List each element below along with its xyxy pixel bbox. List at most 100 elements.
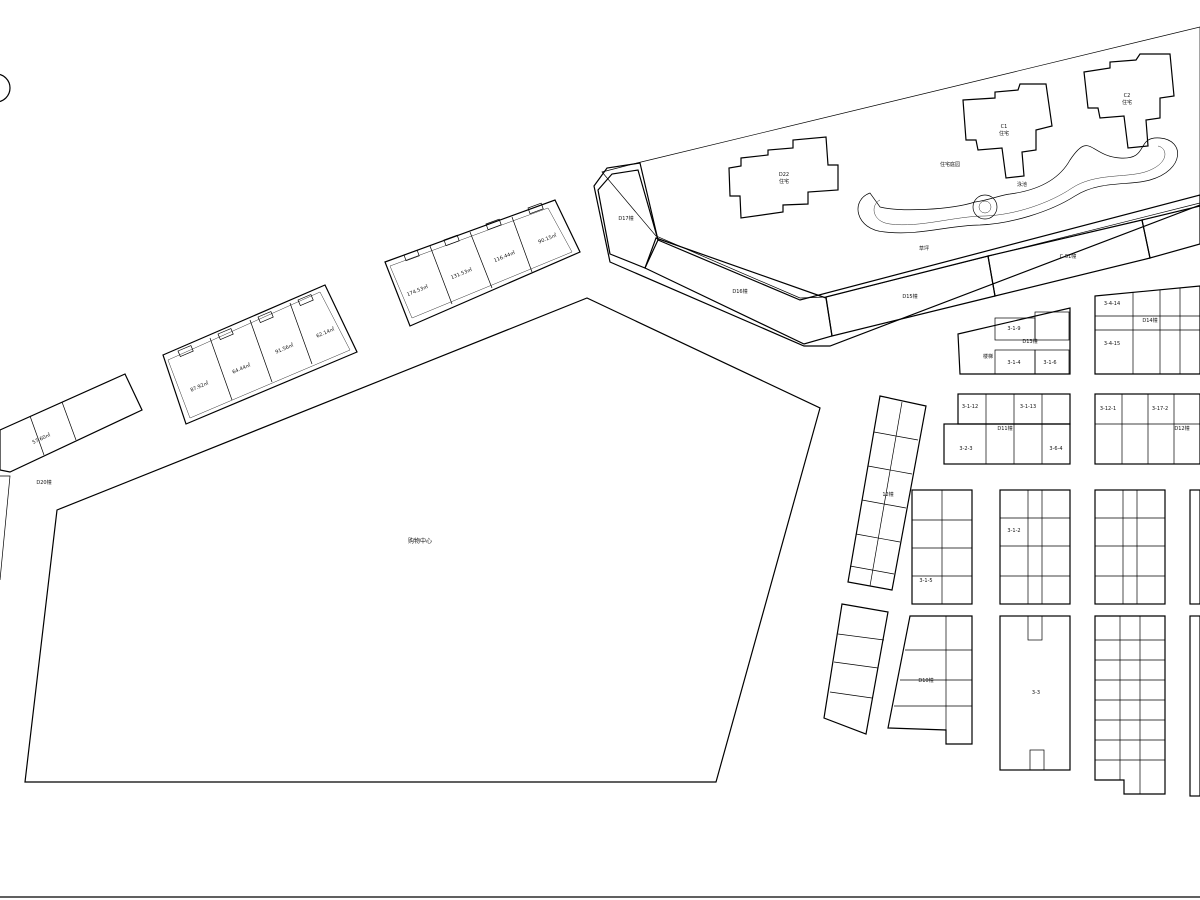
c2-use-label: 住宅 xyxy=(1122,99,1132,106)
building-d10-group: 12幢 xyxy=(847,395,927,591)
tower-c1 xyxy=(962,83,1053,179)
d15-label: D15幢 xyxy=(902,293,917,300)
d10-row-5 xyxy=(849,565,895,575)
c2-label: C2 xyxy=(1124,93,1131,99)
shopping-center-outline xyxy=(24,297,821,783)
d20-label: D20幢 xyxy=(36,479,51,486)
d10-spine xyxy=(869,401,903,587)
building-d13-group: D13幢 3-1-9 3-1-4 3-1-6 楼梯 xyxy=(957,307,1071,375)
d17-label: D17幢 xyxy=(618,215,633,222)
d19-wall-1 xyxy=(429,245,453,305)
shopping-center-label: 购物中心 xyxy=(408,537,432,545)
d11-unit-1-label: 3-1-12 xyxy=(962,404,978,410)
d18-area-4: 62.14㎡ xyxy=(315,326,336,340)
block-f-stair xyxy=(1029,749,1045,771)
building-d10 xyxy=(847,395,927,591)
block-grid-3 xyxy=(1094,489,1200,605)
d18-stair-2 xyxy=(217,328,234,340)
d14-unit-2-label: 3-4-15 xyxy=(1104,341,1120,347)
d13-unit-4 xyxy=(1034,349,1070,375)
d19-area-4: 90.15㎡ xyxy=(537,232,558,246)
d18-stair-4 xyxy=(297,294,314,306)
residential-zone: D17幢 D16幢 D15幢 C-51幢 D22 住宅 C1 住宅 C2 住宅 … xyxy=(593,26,1200,347)
d13-unit-4-label: 3-1-6 xyxy=(1043,360,1056,366)
block-f-core xyxy=(1027,615,1043,641)
c1-label: C1 xyxy=(1001,124,1008,130)
building-d13 xyxy=(957,307,1071,375)
d13-stair-label: 楼梯 xyxy=(983,353,993,360)
d18-area-2: 64.44㎡ xyxy=(231,362,252,376)
building-d16 xyxy=(644,237,833,345)
north-arrow-icon xyxy=(0,73,11,103)
d18-wall-3 xyxy=(289,302,313,365)
building-d19-group: 174.53㎡ 131.53㎡ 116.44㎡ 90.15㎡ xyxy=(384,199,581,327)
building-d9 xyxy=(823,603,889,735)
fountain-icon xyxy=(972,194,998,220)
building-d19-inner xyxy=(389,207,573,319)
d22-label: D22 xyxy=(779,172,789,178)
building-strip-east xyxy=(1141,205,1200,259)
d20-wall-2 xyxy=(29,415,45,456)
d19-wall-3 xyxy=(511,216,533,273)
d13-unit-3-label: 3-1-4 xyxy=(1007,360,1020,366)
d18-area-3: 91.56㎡ xyxy=(274,342,295,356)
d18-area-1: 87.92㎡ xyxy=(189,380,210,394)
building-d14 xyxy=(1094,285,1200,375)
d11-unit-3-label: 3-2-3 xyxy=(959,446,972,452)
d11-unit-2-label: 3-1-13 xyxy=(1020,404,1036,410)
d9-row-1 xyxy=(837,633,885,641)
building-d12-group: D12幢 3-12-1 3-17-2 xyxy=(1094,393,1200,465)
building-d17 xyxy=(597,169,659,269)
d16-label: D16幢 xyxy=(732,288,747,295)
lawn-label: 草坪 xyxy=(919,245,929,252)
block-grid-g xyxy=(1094,615,1200,797)
building-d14-group: D14幢 3-4-14 3-4-15 xyxy=(1094,285,1200,375)
c1-use-label: 住宅 xyxy=(999,130,1009,137)
building-d18-group: 87.92㎡ 64.44㎡ 91.56㎡ 62.14㎡ xyxy=(162,284,358,425)
block-b xyxy=(999,489,1071,605)
d22-use-label: 住宅 xyxy=(779,178,789,185)
c51-label: C-51幢 xyxy=(1060,253,1077,260)
road-edge-west xyxy=(0,475,11,581)
d19-stair-1 xyxy=(403,249,420,262)
block-hall: 3-3 xyxy=(999,615,1071,771)
d9-row-2 xyxy=(833,661,879,669)
garden-path xyxy=(857,137,1178,234)
d9-row-3 xyxy=(829,691,873,699)
d13-unit-1-label: 3-1-9 xyxy=(1007,326,1020,332)
block-b-unit-label: 3-1-2 xyxy=(1007,528,1020,534)
building-d9-group xyxy=(823,603,889,735)
d12-label: D12幢 xyxy=(1174,425,1189,432)
d10-label: D10幢 xyxy=(918,677,933,684)
d19-area-2: 131.53㎡ xyxy=(450,266,473,281)
d14-label: D14幢 xyxy=(1142,317,1157,324)
block-grid-2: 3-1-2 xyxy=(999,489,1071,605)
tower-c2 xyxy=(1083,53,1175,149)
pool-label: 泳池 xyxy=(1017,181,1027,188)
d13-label: D13幢 xyxy=(1022,338,1037,345)
d19-area-1: 174.53㎡ xyxy=(406,283,429,298)
block-a-unit-label: 3-1-5 xyxy=(919,578,932,584)
block-d xyxy=(1189,489,1200,605)
block-c xyxy=(1094,489,1166,605)
building-d20 xyxy=(0,373,143,473)
garden-path-inner xyxy=(873,145,1166,225)
block-h xyxy=(1189,615,1200,797)
d20-wall-1 xyxy=(61,401,77,441)
building-d19 xyxy=(384,199,581,327)
d13-unit-2 xyxy=(1034,311,1070,341)
d19-area-3: 116.44㎡ xyxy=(493,249,516,264)
d18-stair-1 xyxy=(177,345,194,357)
d12-unit-1-label: 3-12-1 xyxy=(1100,406,1116,412)
d18-wall-1 xyxy=(209,337,233,401)
fountain-inner-icon xyxy=(978,200,992,214)
d20-area-1: 57.60㎡ xyxy=(31,431,51,446)
block-g xyxy=(1094,615,1166,795)
d19-stair-2 xyxy=(443,234,460,247)
d11-label: D11幢 xyxy=(997,425,1012,432)
d11-unit-4-label: 3-6-4 xyxy=(1049,446,1062,452)
d18-stair-3 xyxy=(257,311,274,323)
building-d18-inner xyxy=(167,291,351,419)
b12-label: 12幢 xyxy=(882,491,893,498)
